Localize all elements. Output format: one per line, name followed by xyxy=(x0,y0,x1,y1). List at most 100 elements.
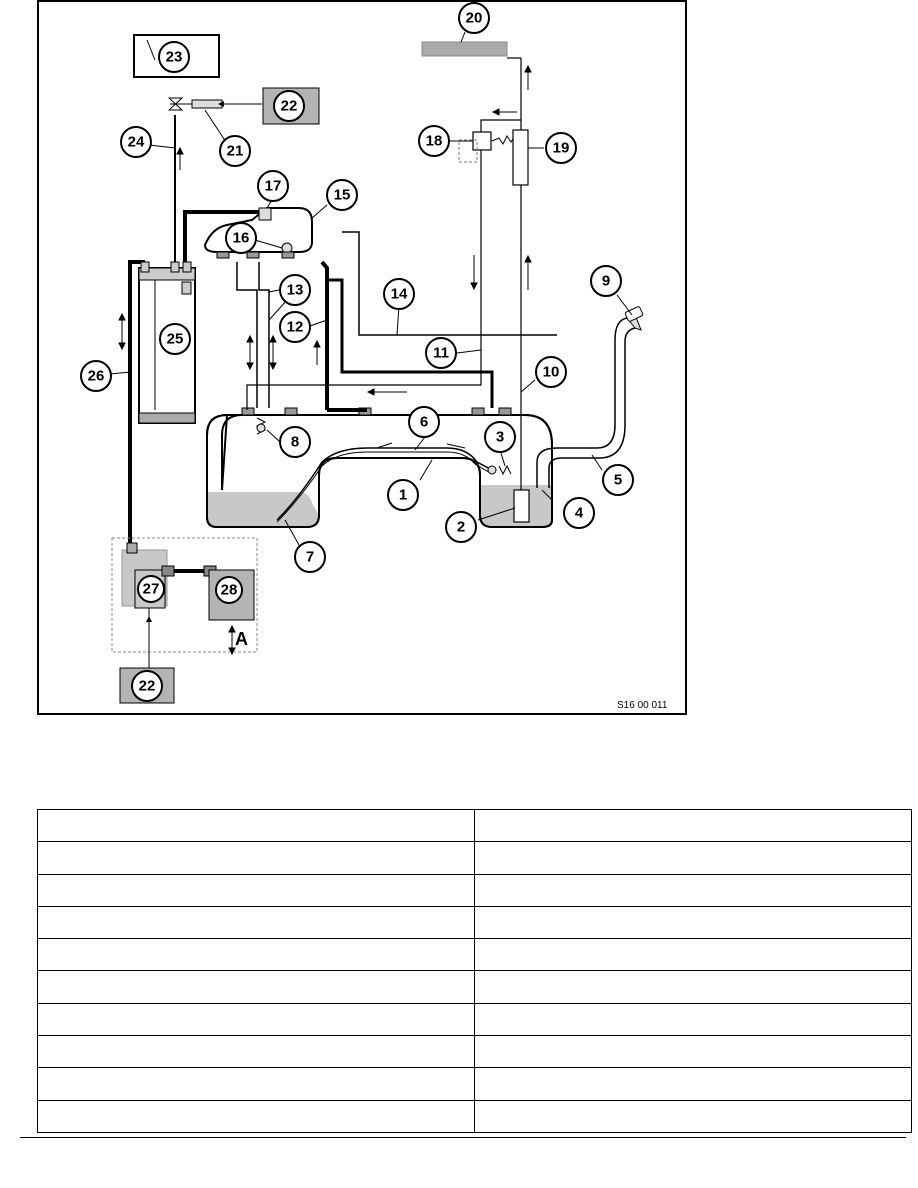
detail-a-frame xyxy=(111,537,258,653)
callout-9: 9 xyxy=(590,265,633,316)
vent-valve xyxy=(258,207,272,221)
lines xyxy=(128,57,557,668)
svg-text:17: 17 xyxy=(265,178,282,195)
legend-row xyxy=(37,1067,912,1101)
filler-neck xyxy=(536,317,628,488)
callout-13: 13 xyxy=(268,274,311,321)
callout-2: 2 xyxy=(445,507,516,543)
svg-text:16: 16 xyxy=(233,230,250,247)
callout-10: 10 xyxy=(520,356,567,393)
callout-23: 23 xyxy=(158,41,190,73)
svg-text:5: 5 xyxy=(614,472,622,489)
legend-row xyxy=(37,808,912,843)
svg-text:15: 15 xyxy=(334,187,351,204)
callout-24: 24 xyxy=(120,126,176,158)
legend-cell xyxy=(37,841,475,875)
svg-text:13: 13 xyxy=(287,282,304,299)
svg-text:26: 26 xyxy=(88,368,105,385)
callout-15: 15 xyxy=(311,179,358,219)
legend-row xyxy=(37,938,912,972)
svg-text:24: 24 xyxy=(128,134,145,151)
callout-27: 27 xyxy=(137,575,165,603)
legend-row xyxy=(37,841,912,875)
legend-cell xyxy=(474,905,912,940)
svg-text:25: 25 xyxy=(167,331,184,348)
fuel-pump xyxy=(513,489,530,523)
legend-cell xyxy=(474,1002,912,1037)
callout-25: 25 xyxy=(159,323,191,355)
legend-cell xyxy=(474,1067,912,1101)
legend-cell xyxy=(474,970,912,1004)
svg-text:12: 12 xyxy=(287,319,304,336)
legend-cell xyxy=(474,1099,912,1133)
callout-4: 4 xyxy=(541,489,595,529)
flow-arrows xyxy=(118,64,532,656)
callout-21: 21 xyxy=(204,109,251,167)
legend-row xyxy=(37,970,912,1004)
callout-20: 20 xyxy=(458,2,490,43)
callout-5: 5 xyxy=(591,454,634,496)
legend-row xyxy=(37,1035,912,1069)
callout-22-bottom: 22 xyxy=(131,670,163,702)
callout-26: 26 xyxy=(80,360,131,392)
fuel-rail xyxy=(421,41,508,57)
callout-8: 8 xyxy=(266,426,311,458)
callout-18: 18 xyxy=(418,125,473,157)
svg-text:23: 23 xyxy=(166,49,183,66)
legend-cell xyxy=(37,1002,475,1037)
callout-22-top: 22 xyxy=(273,90,305,122)
svg-text:22: 22 xyxy=(281,98,298,115)
callout-6: 6 xyxy=(408,406,440,451)
svg-text:3: 3 xyxy=(496,429,504,446)
legend-cell xyxy=(37,1099,475,1133)
legend-row xyxy=(37,1002,912,1037)
legend-cell xyxy=(37,1067,475,1101)
legend-cell xyxy=(37,808,475,843)
legend-cell xyxy=(474,873,912,907)
callout-3: 3 xyxy=(484,421,516,467)
svg-text:28: 28 xyxy=(221,582,238,599)
svg-text:2: 2 xyxy=(457,519,465,536)
svg-text:19: 19 xyxy=(553,140,570,157)
pressure-regulator xyxy=(472,131,492,151)
legend-table xyxy=(37,808,912,1133)
legend-cell xyxy=(37,905,475,940)
svg-text:6: 6 xyxy=(420,414,428,431)
pressure-damper xyxy=(512,129,529,186)
callout-19: 19 xyxy=(528,132,577,164)
callout-17: 17 xyxy=(257,170,289,209)
svg-text:7: 7 xyxy=(306,549,314,566)
legend-cell xyxy=(474,938,912,972)
legend-row xyxy=(37,873,912,907)
callout-28: 28 xyxy=(215,576,243,604)
legend-cell xyxy=(474,841,912,875)
bottom-rule xyxy=(20,1137,906,1138)
legend-cell xyxy=(37,1035,475,1069)
legend-row xyxy=(37,905,912,940)
callout-16: 16 xyxy=(225,222,283,254)
svg-text:4: 4 xyxy=(575,505,584,522)
svg-text:1: 1 xyxy=(399,487,407,504)
detail-label: A xyxy=(235,629,248,649)
legend-cell xyxy=(37,938,475,972)
callout-7: 7 xyxy=(284,519,326,573)
callout-12: 12 xyxy=(279,311,328,343)
svg-text:20: 20 xyxy=(466,10,483,27)
legend-cell xyxy=(474,1035,912,1069)
callout-1: 1 xyxy=(387,459,433,511)
svg-text:18: 18 xyxy=(426,133,443,150)
svg-text:27: 27 xyxy=(143,581,160,598)
legend-cell xyxy=(37,970,475,1004)
svg-text:10: 10 xyxy=(543,364,560,381)
callout-14: 14 xyxy=(383,278,415,336)
svg-text:14: 14 xyxy=(391,286,408,303)
svg-text:11: 11 xyxy=(433,345,449,362)
svg-text:9: 9 xyxy=(602,273,610,290)
fuel-system-diagram: 1 2 3 4 5 6 7 8 9 10 11 12 13 14 15 16 1… xyxy=(37,0,687,715)
svg-text:21: 21 xyxy=(227,143,244,160)
figure-code: S16 00 011 xyxy=(617,700,668,711)
legend-cell xyxy=(474,808,912,843)
saddle-transfer-line xyxy=(276,447,493,521)
svg-text:8: 8 xyxy=(291,434,299,451)
svg-text:22: 22 xyxy=(139,678,156,695)
